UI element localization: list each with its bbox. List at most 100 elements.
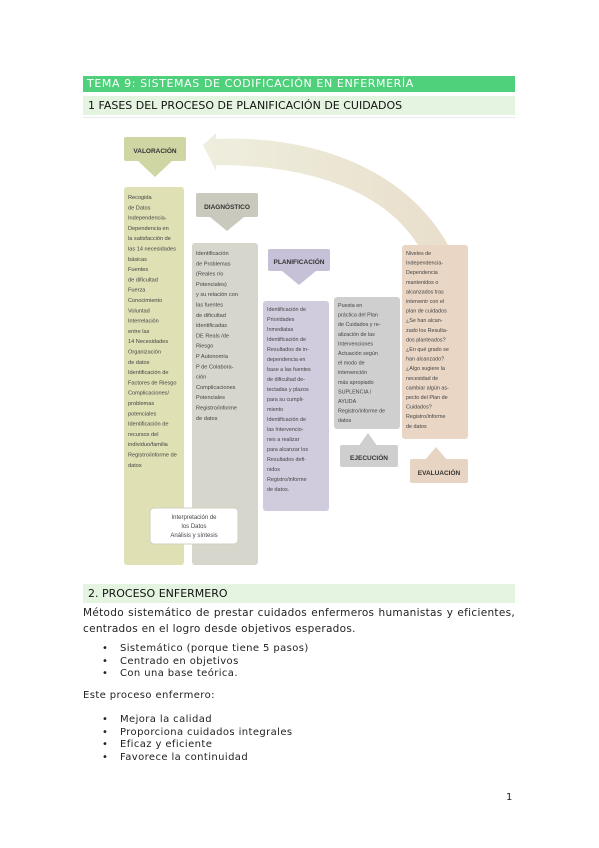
diagram-line: nes a realizar — [267, 437, 300, 443]
diagram-line: Cuidados? — [406, 405, 432, 411]
diagram-line: (Reales r/o — [196, 272, 223, 278]
bullet: • — [102, 668, 109, 679]
diagram-line: Resultados de in- — [267, 347, 309, 353]
list-item: • Mejora la calidad — [83, 714, 293, 727]
page-number: 1 — [506, 792, 513, 803]
diagnostico-header: DIAGNÓSTICO — [196, 193, 258, 231]
bullet: • — [102, 726, 109, 738]
diagram-line: miento — [267, 407, 283, 413]
diagram-line: para su cumpli- — [267, 397, 304, 403]
ejecucion-column — [334, 297, 400, 429]
diagram-line: pecto del Plan de — [406, 395, 448, 401]
diagram-line: identificadas — [196, 323, 227, 329]
diagram-line: de datos — [406, 424, 427, 430]
list-item-text: Sistemático (porque tiene 5 pasos) — [120, 643, 309, 654]
diagram-line: nidos — [267, 467, 280, 473]
list-item: • Sistemático (porque tiene 5 pasos) — [83, 643, 309, 656]
diagram-line: las 14 necesidades — [128, 247, 176, 253]
diagram-line: Registro/informe de — [338, 409, 385, 415]
diagram-line: de dificultad de- — [267, 377, 305, 383]
valoracion-column — [124, 187, 184, 565]
diagram-line: Registro/informe de — [128, 453, 177, 459]
diagram-line: Interpretación de — [171, 515, 217, 521]
diagram-line: intervenir con el — [406, 299, 444, 305]
diagram-line: las fuentes — [196, 303, 223, 309]
diagram-line: plan de cuidados — [406, 309, 447, 315]
diagram-line: datos — [128, 463, 142, 469]
diagram-line: Interrelación — [128, 319, 159, 325]
diagram-line: Identificación de — [128, 422, 168, 428]
diagram-line: de dificultad — [128, 277, 158, 283]
diagram-line: Identificación de — [267, 337, 306, 343]
diagram-line: Registro/informe — [196, 406, 237, 412]
diagram-line: mantenidos o — [406, 280, 438, 286]
bullet: • — [102, 643, 109, 654]
diagram-line: las Intervencio- — [267, 427, 304, 433]
diagram-line: tectadas y plazos — [267, 387, 309, 393]
diagram-line: Conocimiento — [128, 298, 162, 304]
valoracion-header: VALORACIÓN — [124, 137, 186, 177]
bullet: • — [102, 714, 109, 725]
bullet: • — [102, 655, 109, 667]
return-arrow — [203, 133, 448, 245]
diagram-line: necesidad de — [406, 376, 438, 382]
diagram-line: Potenciales — [196, 395, 225, 401]
diagram-line: SUPLENCIA / — [338, 389, 372, 395]
diagram-line: zado los Resulta- — [406, 328, 448, 334]
diagram-line: Voluntad — [128, 308, 150, 314]
diagram-line: para alcanzar los — [267, 447, 308, 453]
diagram-line: P Autonomía — [196, 354, 229, 360]
diagram-line: de dificultad — [196, 313, 226, 319]
list-item: • Centrado en objetivos — [83, 656, 309, 669]
diagram-line: Complicaciones/ — [128, 391, 169, 397]
diagram-line: ¿Se han alcan- — [406, 318, 443, 324]
planificacion-column — [263, 301, 329, 511]
diagram-line: Potenciales) — [196, 282, 227, 288]
list-item-text: Centrado en objetivos — [120, 655, 239, 667]
diagram-line: de Cuidados y re- — [338, 322, 381, 328]
characteristics-list: • Sistemático (porque tiene 5 pasos) • Cen… — [83, 643, 309, 681]
diagram-line: de Problemas — [196, 261, 231, 267]
diagram-line: Complicaciones — [196, 385, 236, 391]
diagram-line: el modo de — [338, 361, 365, 367]
planificacion-text: Identificación dePrioridadesInmediatasId… — [267, 307, 311, 493]
list-item-text: Mejora la calidad — [120, 714, 212, 725]
bullet: • — [102, 739, 109, 750]
planificacion-label: PLANIFICACIÓN — [274, 257, 325, 266]
document-title: TEMA 9: SISTEMAS DE CODIFICACIÓN EN ENFE… — [83, 76, 515, 92]
diagram-line: la satisfacción de — [128, 236, 171, 242]
diagram-line: Recogida — [128, 195, 153, 201]
diagram-line: Organización — [128, 350, 161, 356]
ejecucion-header: EJECUCIÓN — [340, 433, 398, 467]
list-item-text: Con una base teórica. — [120, 668, 238, 679]
divider — [83, 117, 515, 118]
diagram-line: los Datos — [181, 524, 206, 530]
diagram-line: Análisis y síntesis — [170, 533, 217, 539]
diagram-line: práctica del Plan — [338, 313, 378, 319]
diagram-line: ción — [196, 375, 206, 381]
diagram-line: Identificación de — [267, 417, 306, 423]
evaluacion-header: EVALUACIÓN — [410, 447, 468, 483]
diagram-line: entre las — [128, 329, 150, 335]
diagram-line: Dependencia — [406, 270, 438, 276]
diagram-line: Fuentes — [128, 267, 148, 273]
diagram-line: Identificación de — [267, 307, 306, 313]
diagram-line: potenciales — [128, 411, 157, 417]
diagnostico-column — [192, 243, 258, 565]
evaluacion-label: EVALUACIÓN — [418, 468, 461, 477]
diagram-line: individuo/familia — [128, 442, 169, 448]
valoracion-label: VALORACIÓN — [133, 146, 177, 155]
diagram-line: han alcanzado? — [406, 357, 444, 363]
list-item-text: Proporciona cuidados integrales — [120, 726, 293, 738]
diagram-line: Prioridades — [267, 317, 295, 323]
diagnostico-label: DIAGNÓSTICO — [204, 202, 250, 211]
diagram-line: 14 Necesidades — [128, 339, 168, 345]
diagram-line: Independencia- — [128, 216, 167, 222]
diagram-line: alización de las — [338, 332, 375, 338]
section-heading-proceso: 2. PROCESO ENFERMERO — [83, 584, 515, 603]
